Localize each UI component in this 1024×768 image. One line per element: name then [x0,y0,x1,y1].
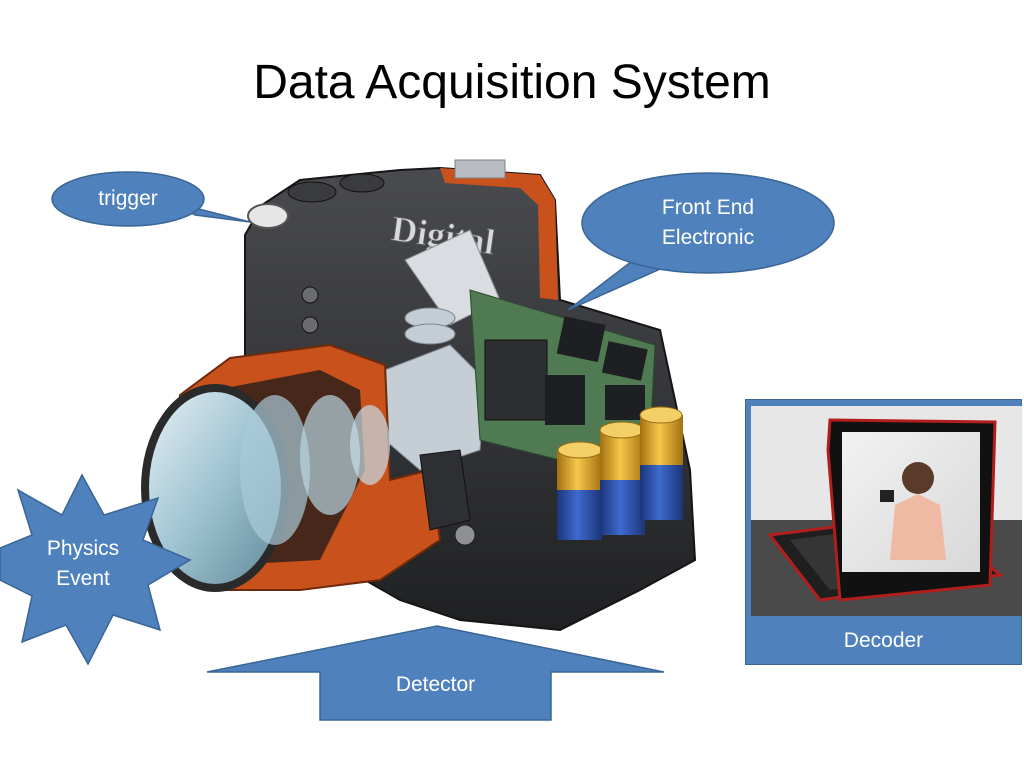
command-dial [339,173,385,193]
physics-event-label-line2: Event [56,567,110,590]
front-end-label-line1: Front End [661,196,755,219]
front-end-callout [567,172,835,311]
detector-label: Detector [395,673,476,696]
physics-event-label: Physics Event [20,534,146,594]
mode-dial [287,181,337,203]
cutaway-rim-top [440,168,558,300]
lens-element-b [300,395,360,515]
lens-element-a [240,395,310,545]
slide-title: Data Acquisition System [253,56,771,109]
optic-element-2 [404,323,456,345]
front-end-label-line2: Electronic [661,226,755,249]
trigger-callout [51,171,251,227]
physics-event-burst [0,473,192,666]
hot-shoe [454,159,506,179]
lens-element-c [350,405,390,485]
side-button-1 [301,286,319,304]
camera-illustration: Digital [141,159,697,632]
chip-2 [601,341,648,381]
shutter-button [247,203,289,229]
chip-4 [545,375,585,425]
side-button-3 [454,524,476,546]
front-end-label: Front End Electronic [610,193,806,253]
physics-event-label-line1: Physics [46,537,120,560]
lens-mount [419,449,471,531]
chip-5 [605,385,645,420]
chip-1 [556,316,606,363]
chip-3 [484,339,548,421]
decoder-label: Decoder [843,629,924,652]
batteries [557,406,683,540]
detector-arrow [206,625,665,721]
side-button-2 [301,316,319,334]
trigger-label: trigger [98,187,158,210]
